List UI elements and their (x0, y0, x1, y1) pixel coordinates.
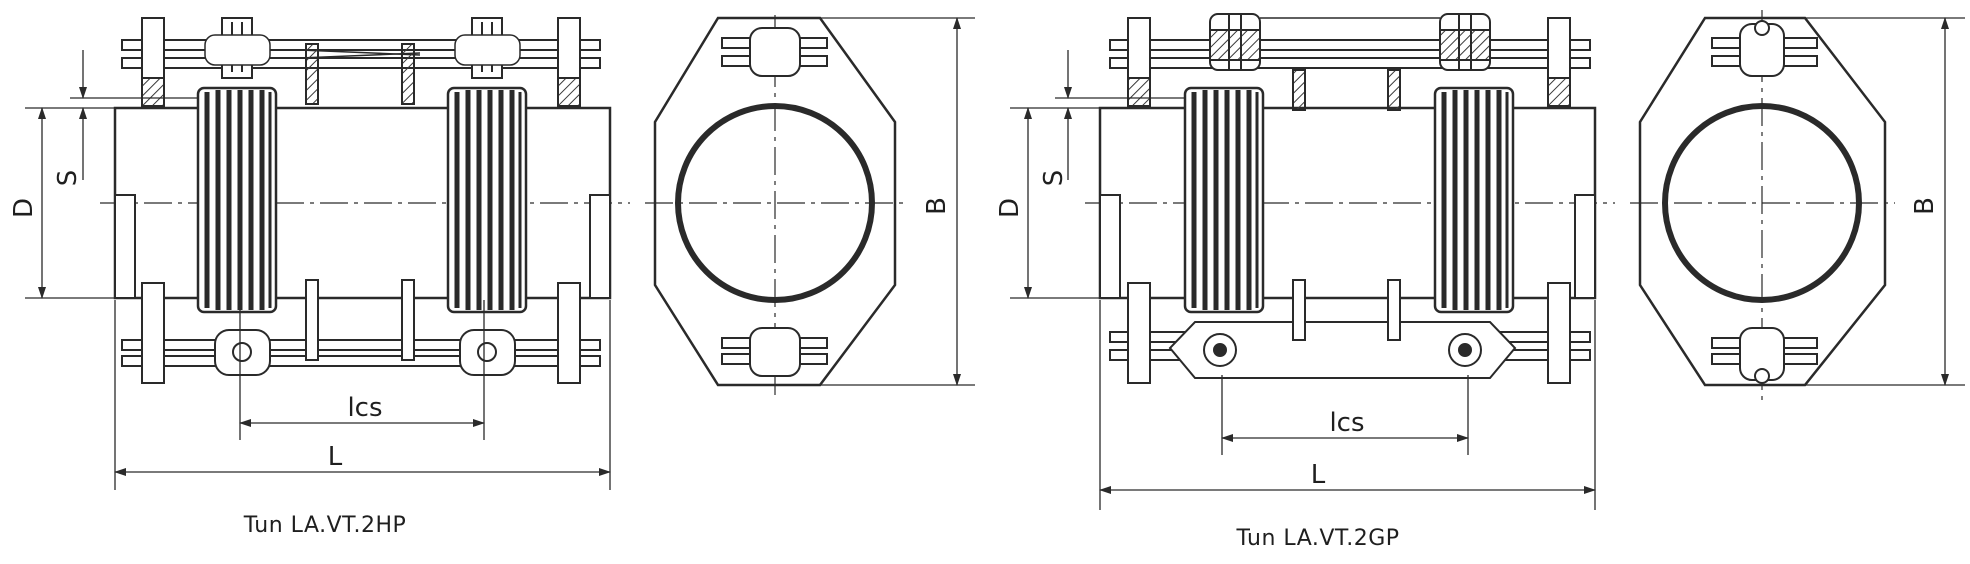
left-end-view (645, 15, 975, 400)
dim-D-label: D (9, 198, 39, 218)
dim-D-label: D (995, 198, 1025, 218)
bellows-right (1433, 86, 1515, 314)
end-clamp-top (721, 27, 828, 77)
dimension-B (1805, 17, 1965, 386)
right-side-view (1010, 13, 1615, 510)
top-tie-rods (1109, 13, 1591, 111)
dim-L-label: L (328, 442, 343, 472)
bellows-left (1183, 86, 1265, 314)
end-clamp-top (1711, 20, 1818, 77)
top-tie-rods (121, 17, 601, 109)
bottom-tie-rods (121, 279, 601, 384)
dim-B-label: B (922, 197, 952, 215)
dimensions-left (25, 50, 611, 490)
bottom-tie-rods (1109, 279, 1591, 384)
bellows-right (446, 86, 528, 314)
end-clamp-bottom (1711, 327, 1818, 384)
dimension-B (820, 17, 975, 386)
dim-B-label: B (1910, 197, 1940, 215)
bottom-bracket (1168, 321, 1517, 379)
pipe-end-left (114, 194, 136, 299)
dim-L-label: L (1311, 460, 1326, 490)
bellows-left (196, 86, 278, 314)
end-clamp-bottom (721, 327, 828, 377)
caption-left: Tun LA.VT.2HP (243, 513, 407, 538)
dim-lcs-label: lcs (347, 393, 382, 423)
dimensions-right (1010, 50, 1596, 510)
pipe-end-right (589, 194, 611, 299)
left-side-view (25, 17, 630, 490)
caption-right: Tun LA.VT.2GP (1235, 526, 1399, 551)
dim-S-label: S (53, 170, 83, 187)
right-end-view (1630, 10, 1965, 400)
dim-lcs-label: lcs (1329, 408, 1364, 438)
dim-S-label: S (1039, 170, 1069, 187)
